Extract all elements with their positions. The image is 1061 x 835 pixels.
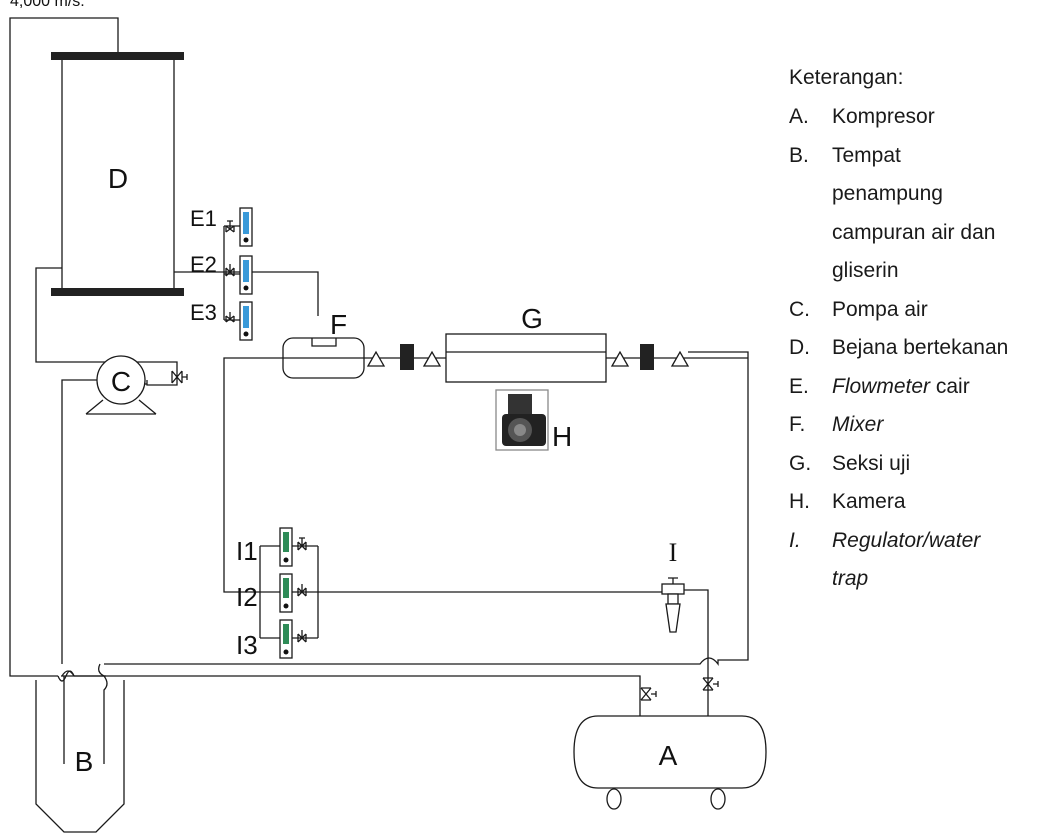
legend-item-letter: H.: [789, 490, 810, 513]
legend-item-text: Tempat: [832, 137, 1061, 176]
flowmeter-e2: [225, 255, 253, 295]
legend-item-text: Kompresor: [832, 98, 1061, 137]
label-i2: I2: [236, 582, 258, 612]
valve-compressor-left: [640, 687, 657, 701]
legend-item-plain-text: Kamera: [832, 490, 906, 513]
legend-item: B. Tempat: [789, 137, 1061, 176]
legend-item: trap: [789, 560, 1061, 599]
legend-item: gliserin: [789, 252, 1061, 291]
label-e1: E1: [190, 206, 217, 231]
legend-item-plain-text: cair: [930, 374, 970, 398]
valve-compressor-right: [702, 677, 719, 691]
legend-item: campuran air dan: [789, 214, 1061, 253]
legend-item: F. Mixer: [789, 406, 1061, 445]
legend-item-plain-text: campuran air dan: [832, 220, 996, 244]
connector-right: [610, 344, 690, 370]
bottom-flange: [51, 288, 184, 296]
legend-item: E. Flowmeter cair: [789, 368, 1061, 407]
compressor-line-left: [74, 675, 641, 720]
legend-item-letter: [789, 252, 832, 291]
label-i: I: [669, 538, 678, 567]
label-e3: E3: [190, 300, 217, 325]
legend-item-plain-text: Seksi uji: [832, 451, 911, 475]
e-outlet-line: [174, 271, 319, 316]
legend-item-italic-text: Flowmeter: [832, 374, 931, 398]
label-d: D: [108, 163, 128, 194]
legend-item-text: gliserin: [832, 252, 1061, 291]
legend-item-text: campuran air dan: [832, 214, 1061, 253]
legend-item-text: Bejana bertekanan: [832, 329, 1061, 368]
legend-item-plain-text: Pompa air: [832, 297, 928, 321]
legend-item-text: Seksi uji: [832, 445, 1061, 484]
legend-item-plain-text: Kompresor: [832, 105, 935, 128]
flowmeter-e1: [225, 207, 253, 247]
legend-item: penampung: [789, 175, 1061, 214]
legend-item-text: Regulator/water: [832, 522, 1061, 561]
flowmeter-i3: [279, 619, 307, 659]
pump-discharge-pipe: [35, 267, 178, 386]
legend-item-plain-text: penampung: [832, 182, 943, 205]
test-section-g: [445, 333, 607, 383]
legend-item-text: Mixer: [832, 406, 1061, 445]
legend-item-letter: E.: [789, 374, 809, 398]
legend-item: C. Pompa air: [789, 291, 1061, 330]
legend-item-plain-text: Tempat: [832, 143, 901, 167]
legend-item-text: Flowmeter cair: [832, 368, 1061, 407]
compressor-a: [573, 715, 767, 810]
legend-item-letter: [789, 214, 832, 253]
legend-item: H. Kamera: [789, 483, 1061, 522]
legend-item: I. Regulator/water: [789, 522, 1061, 561]
label-h: H: [552, 421, 572, 452]
legend-item-plain-text: Bejana bertekanan: [832, 336, 1009, 359]
pressure-vessel-d: [51, 52, 184, 296]
water-pump-c: [61, 355, 157, 664]
label-g: G: [521, 303, 543, 334]
label-f: F: [330, 309, 347, 340]
label-i3: I3: [236, 630, 258, 660]
legend-item-letter: I.: [789, 528, 801, 552]
label-c: C: [111, 366, 131, 397]
label-a: A: [659, 740, 678, 771]
regulator-water-trap-i: [661, 577, 709, 716]
connector-left: [366, 344, 442, 370]
top-note: 4,000 m/s.: [10, 0, 85, 10]
flowmeter-i2: [279, 573, 307, 613]
legend-item-text: penampung: [832, 175, 1061, 214]
legend-item-text: trap: [832, 560, 1061, 599]
flowmeter-e3: [225, 301, 253, 341]
legend-item-letter: A.: [789, 105, 809, 128]
legend-item-plain-text: gliserin: [832, 259, 899, 282]
valve-pump: [171, 370, 188, 384]
gas-inlet-line: [223, 357, 283, 593]
tank-b: [35, 680, 125, 833]
legend-item: A. Kompresor: [789, 98, 1061, 137]
legend-item: D. Bejana bertekanan: [789, 329, 1061, 368]
mixer-f: [282, 337, 365, 379]
legend-item-letter: [789, 560, 832, 599]
legend-item-italic-text: Regulator/water: [832, 528, 981, 552]
legend-item-letter: F.: [789, 413, 806, 436]
legend-item: G. Seksi uji: [789, 445, 1061, 484]
legend-item-letter: C.: [789, 297, 810, 321]
label-i1: I1: [236, 536, 258, 566]
legend-item-text: Pompa air: [832, 291, 1061, 330]
legend-item-letter: B.: [789, 143, 809, 167]
compressor-return: [104, 351, 749, 666]
camera-icon: [495, 389, 549, 451]
legend-item-letter: D.: [789, 336, 810, 359]
legend-title: Keterangan:: [789, 66, 904, 89]
top-flange: [51, 52, 184, 60]
label-e2: E2: [190, 252, 217, 277]
flowmeter-i1: [279, 527, 307, 567]
legend-item-italic-text: Mixer: [832, 413, 884, 436]
label-b: B: [75, 746, 94, 777]
legend-item-letter: [789, 175, 832, 214]
legend-item-italic-text: trap: [832, 567, 869, 590]
legend-item-letter: G.: [789, 451, 812, 475]
legend-item-text: Kamera: [832, 483, 1061, 522]
